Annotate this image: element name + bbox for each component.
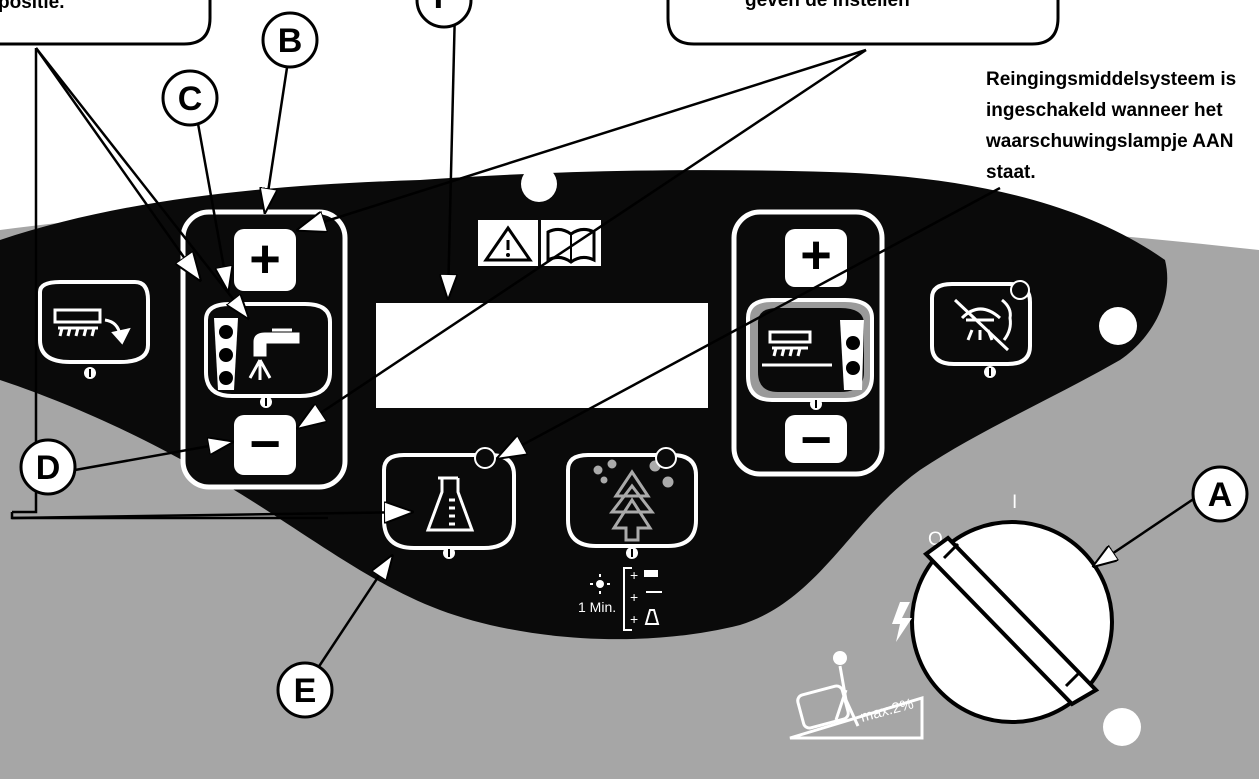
vacuum-off-icon [953,298,1012,352]
key-on-label: I [1012,492,1017,513]
mounting-hole [1103,708,1141,746]
label-D: D [19,438,77,496]
indicator-strip [840,320,864,390]
svg-text:B: B [278,22,303,60]
warning-triangle-icon [478,220,538,266]
label-A: A [1191,465,1249,523]
label-F: F [415,0,473,29]
svg-text:D: D [36,449,61,487]
label-C: C [161,69,219,127]
level-led [219,325,233,339]
level-led [846,361,860,375]
scrub-brush-pressure-icon [762,330,832,367]
status-led [655,447,677,469]
vacuum-button[interactable] [930,280,1032,378]
level-led [219,371,233,385]
callout-top-right-text: geven de instellen [745,0,910,11]
detergent-flask-icon [425,476,475,532]
svg-text:C: C [178,80,203,118]
detergent-note-line-3: waarschuwingslampje AAN [985,131,1233,152]
brush-deck-button[interactable] [38,280,150,379]
label-B: B [261,11,319,69]
solution-decrease-button[interactable]: − [234,414,296,475]
solution-increase-button[interactable]: + [234,229,296,291]
brush-pressure-indicator[interactable] [746,298,874,402]
callout-box-top-right [666,0,1060,46]
water-flow-icon [248,328,300,380]
callout-box-top-left [0,0,212,46]
svg-text:F: F [434,0,455,16]
detergent-button[interactable] [382,447,516,559]
detergent-status-led [474,447,496,469]
pressure-decrease-button[interactable]: − [785,410,847,470]
mounting-hole [1099,307,1137,345]
leader-lines [10,7,1199,681]
timer-text: 1 Min. [578,599,616,615]
eco-mode-button[interactable] [566,447,698,559]
timer-plus: + [630,589,638,605]
lcd-display [376,303,708,408]
detergent-note-line-1: Reingingsmiddelsysteem is [986,69,1236,90]
callout-top-left-text: positie. [0,0,65,13]
detergent-note-line-2: ingeschakeld wanneer het [986,100,1223,121]
svg-text:A: A [1208,476,1233,514]
svg-text:E: E [294,672,317,710]
grey-right-edge [1100,260,1259,760]
timer-legend: 1 Min. + + + [578,567,662,631]
plus-symbol: + [249,229,281,289]
solution-level-indicator[interactable] [204,302,332,398]
brush-deck-raise-icon [53,308,131,345]
level-led [846,336,860,350]
label-E: E [276,661,334,719]
level-led [219,348,233,362]
minus-symbol: − [249,414,281,474]
timer-plus: + [630,567,638,583]
timer-plus: + [630,611,638,627]
plus-symbol: + [800,225,832,285]
key-switch-icon[interactable] [910,520,1114,724]
mounting-hole [521,166,557,202]
minus-symbol: − [800,410,832,470]
status-led [1010,280,1030,300]
lightning-icon [892,602,912,642]
pressure-increase-button[interactable]: + [785,225,847,287]
detergent-note-line-4: staat. [986,162,1036,183]
